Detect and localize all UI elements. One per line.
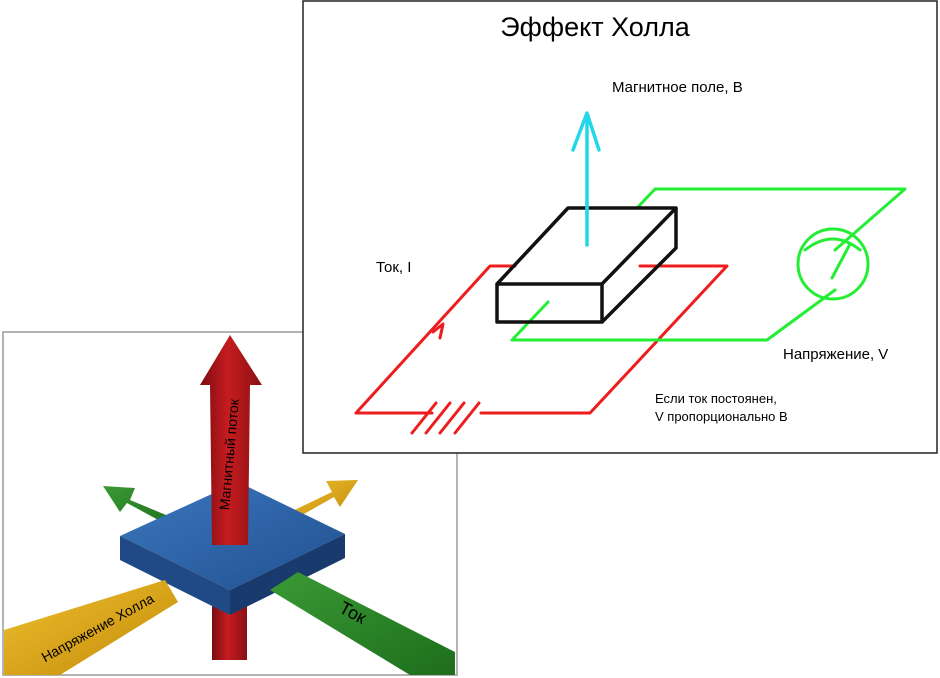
sample-block [495,206,678,324]
note-line-1: Если ток постоянен, [655,391,777,406]
green-arrow-back [103,486,178,528]
magnetic-field-label: Магнитное поле, B [612,79,743,96]
current-bar [270,572,455,675]
page-title: Эффект Холла [500,12,690,42]
schematic-panel: Эффект Холла Магнитное поле, B [302,0,938,454]
flux-arrow-bottom [212,600,247,660]
yellow-arrow-back [282,480,358,523]
magnetic-field-arrow [571,111,601,247]
hall-voltage-bar [4,580,178,675]
voltmeter-icon [796,227,870,301]
note-line-2: V пропорционально B [655,409,788,424]
schematic-frame [302,0,938,454]
voltage-label: Напряжение, V [783,346,888,363]
current-label: Ток, I [376,259,411,276]
flux-arrow-top [200,335,262,545]
